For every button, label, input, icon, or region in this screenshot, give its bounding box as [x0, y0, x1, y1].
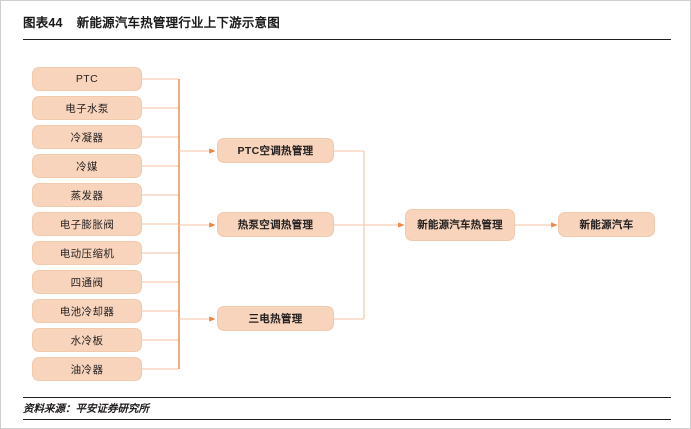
- source-note: 资料来源：平安证券研究所: [23, 403, 149, 415]
- upstream-node-4[interactable]: 蒸发器: [32, 183, 142, 207]
- header-divider: [23, 39, 671, 40]
- figure-title-text: 新能源汽车热管理行业上下游示意图: [76, 16, 280, 30]
- hub-node[interactable]: 新能源汽车热管理: [405, 209, 515, 241]
- midstream-stubs: [334, 150, 364, 320]
- upstream-node-6[interactable]: 电动压缩机: [32, 241, 142, 265]
- upstream-node-2[interactable]: 冷凝器: [32, 125, 142, 149]
- midstream-node-2[interactable]: 三电热管理: [217, 306, 334, 331]
- figure-header: 图表44 新能源汽车热管理行业上下游示意图: [23, 15, 671, 39]
- footer-divider-top: [23, 397, 671, 398]
- figure-number: 图表44: [23, 16, 63, 30]
- midstream-node-0[interactable]: PTC空调热管理: [217, 138, 334, 163]
- upstream-node-10[interactable]: 油冷器: [32, 357, 142, 381]
- upstream-stubs: [142, 78, 179, 370]
- midstream-node-1[interactable]: 热泵空调热管理: [217, 212, 334, 237]
- upstream-to-midstream-arrows: [179, 148, 216, 322]
- upstream-node-9[interactable]: 水冷板: [32, 328, 142, 352]
- page-title: 图表44 新能源汽车热管理行业上下游示意图: [23, 15, 671, 31]
- upstream-node-5[interactable]: 电子膨胀阀: [32, 212, 142, 236]
- diagram-canvas: PTC 电子水泵 冷凝器 冷媒 蒸发器 电子膨胀阀 电动压缩机 四通阀 电池冷却…: [1, 45, 691, 393]
- upstream-node-1[interactable]: 电子水泵: [32, 96, 142, 120]
- upstream-node-7[interactable]: 四通阀: [32, 270, 142, 294]
- connector-layer: [142, 78, 558, 370]
- upstream-node-3[interactable]: 冷媒: [32, 154, 142, 178]
- upstream-node-0[interactable]: PTC: [32, 67, 142, 91]
- downstream-node[interactable]: 新能源汽车: [558, 212, 655, 237]
- footer-divider-bottom: [23, 419, 671, 420]
- upstream-node-8[interactable]: 电池冷却器: [32, 299, 142, 323]
